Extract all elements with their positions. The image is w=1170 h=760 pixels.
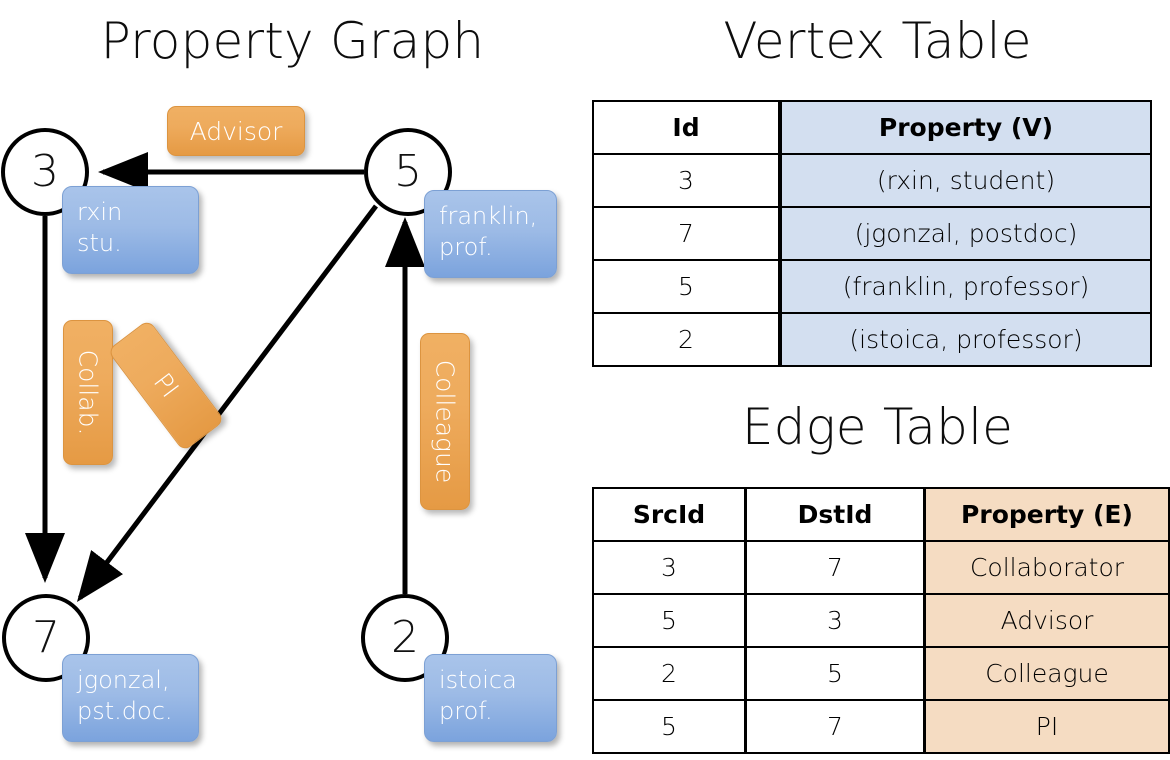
- node-property-line-1: rxin: [77, 198, 123, 226]
- table-row[interactable]: 3: [592, 153, 780, 208]
- table-row[interactable]: 2: [592, 312, 780, 367]
- cell-id: 3: [592, 153, 780, 208]
- cell-id: 7: [592, 206, 780, 261]
- node-property-line-1: jgonzal,: [77, 666, 170, 694]
- cell-dstid: 7: [745, 699, 925, 754]
- table-header-row: SrcId: [592, 487, 746, 542]
- cell-property: Colleague: [924, 646, 1170, 701]
- table-row[interactable]: 3: [592, 540, 746, 595]
- table-row[interactable]: (istoica, professor): [780, 312, 1152, 367]
- cell-dstid: 3: [745, 593, 925, 648]
- table-row[interactable]: Colleague: [924, 646, 1170, 701]
- table-row[interactable]: 5: [592, 259, 780, 314]
- table-header-row: DstId: [745, 487, 925, 542]
- cell-srcid: 2: [592, 646, 746, 701]
- edge-label-text: Advisor: [189, 116, 283, 146]
- table-row[interactable]: (franklin, professor): [780, 259, 1152, 314]
- cell-srcid: 3: [592, 540, 746, 595]
- table-row[interactable]: (rxin, student): [780, 153, 1152, 208]
- cell-dstid: 7: [745, 540, 925, 595]
- page-title-edge-table: Edge Table: [741, 398, 1014, 456]
- node-property-line-2: stu.: [77, 228, 122, 257]
- node-property-box-franklin: franklin, prof.: [424, 190, 557, 278]
- cell-property: Advisor: [924, 593, 1170, 648]
- table-row[interactable]: Advisor: [924, 593, 1170, 648]
- cell-property: (franklin, professor): [780, 259, 1152, 314]
- edge-table-srcid-column: SrcId 3 5 2 5: [592, 487, 746, 754]
- cell-srcid: 5: [592, 593, 746, 648]
- column-header-srcid: SrcId: [592, 487, 746, 542]
- table-row[interactable]: 5: [592, 699, 746, 754]
- edge-label-text: PI: [147, 367, 185, 404]
- column-header-id: Id: [592, 100, 780, 155]
- table-row[interactable]: Collaborator: [924, 540, 1170, 595]
- graph-node-2[interactable]: 2: [361, 594, 449, 682]
- node-property-line-2: pst.doc.: [77, 696, 173, 725]
- vertex-table-property-column: Property (V) (rxin, student) (jgonzal, p…: [780, 100, 1152, 367]
- node-property-box-rxin: rxin stu.: [62, 186, 199, 274]
- graph-edges-svg: [25, 152, 425, 602]
- column-header-dstid: DstId: [745, 487, 925, 542]
- table-row[interactable]: 5: [592, 593, 746, 648]
- edge-table-property-column: Property (E) Collaborator Advisor Collea…: [924, 487, 1170, 754]
- edge-label-colleague: Colleague: [420, 333, 470, 510]
- node-property-box-jgonzal: jgonzal, pst.doc.: [62, 654, 199, 742]
- edge-5-to-7: [76, 204, 378, 602]
- node-property-line-1: franklin,: [439, 202, 538, 230]
- edge-label-text: Colleague: [430, 359, 460, 484]
- edge-label-text: Collab.: [73, 349, 103, 436]
- cell-property: (jgonzal, postdoc): [780, 206, 1152, 261]
- edge-label-collab: Collab.: [63, 320, 113, 465]
- page-title-property-graph: Property Graph: [100, 12, 485, 70]
- column-header-property-e: Property (E): [924, 487, 1170, 542]
- cell-dstid: 5: [745, 646, 925, 701]
- table-header-row: Property (E): [924, 487, 1170, 542]
- cell-srcid: 5: [592, 699, 746, 754]
- table-header-row: Property (V): [780, 100, 1152, 155]
- column-header-property-v: Property (V): [780, 100, 1152, 155]
- node-property-line-1: istoica: [439, 666, 517, 694]
- edge-label-advisor: Advisor: [167, 106, 305, 156]
- graph-node-5[interactable]: 5: [364, 128, 452, 216]
- node-property-line-2: prof.: [439, 696, 493, 725]
- table-row[interactable]: 7: [592, 206, 780, 261]
- node-property-line-2: prof.: [439, 232, 493, 261]
- cell-property: PI: [924, 699, 1170, 754]
- table-header-row: Id: [592, 100, 780, 155]
- property-graph-diagram: 3 5 7 2 rxin stu. franklin, prof. jgonza…: [1, 106, 557, 742]
- cell-property: (rxin, student): [780, 153, 1152, 208]
- table-row[interactable]: 7: [745, 540, 925, 595]
- table-row[interactable]: 7: [745, 699, 925, 754]
- vertex-table-id-column: Id 3 7 5 2: [592, 100, 780, 367]
- cell-property: (istoica, professor): [780, 312, 1152, 367]
- node-property-box-istoica: istoica prof.: [424, 654, 557, 742]
- edge-table-dstid-column: DstId 7 3 5 7: [745, 487, 925, 754]
- table-row[interactable]: 3: [745, 593, 925, 648]
- table-row[interactable]: PI: [924, 699, 1170, 754]
- page-title-vertex-table: Vertex Table: [723, 12, 1032, 70]
- table-row[interactable]: 5: [745, 646, 925, 701]
- cell-property: Collaborator: [924, 540, 1170, 595]
- cell-id: 2: [592, 312, 780, 367]
- cell-id: 5: [592, 259, 780, 314]
- table-row[interactable]: 2: [592, 646, 746, 701]
- table-row[interactable]: (jgonzal, postdoc): [780, 206, 1152, 261]
